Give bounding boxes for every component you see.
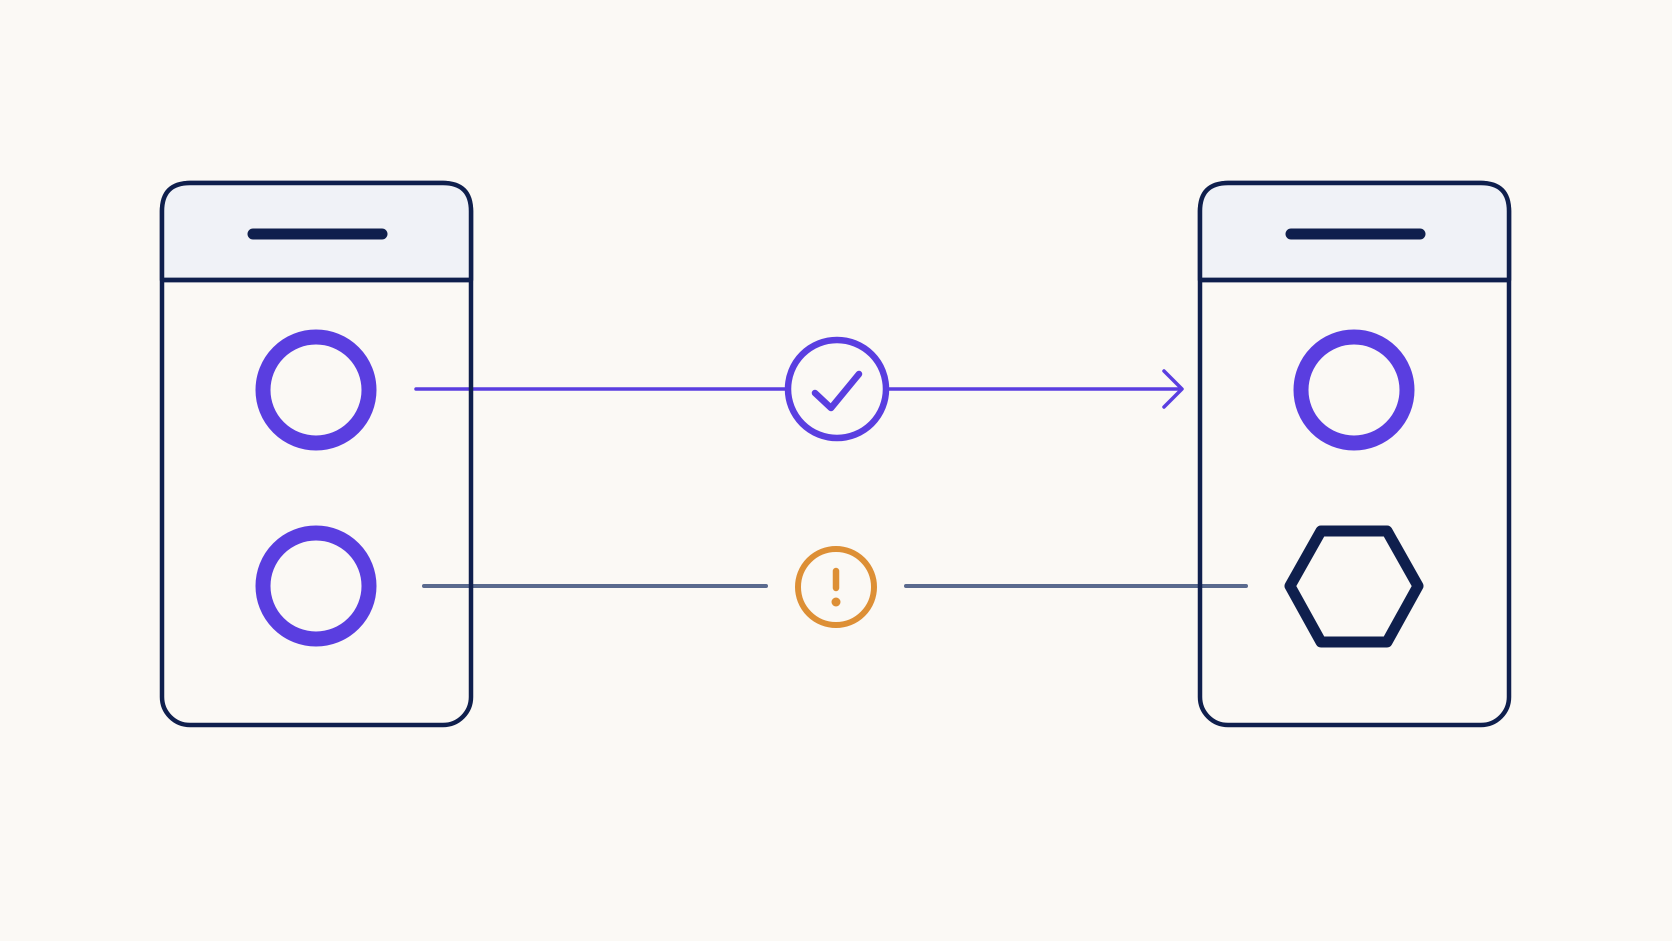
arrow-right-icon bbox=[1162, 369, 1184, 409]
check-circle-icon bbox=[784, 336, 890, 442]
source-frame bbox=[159, 180, 474, 728]
warning-circle-icon bbox=[795, 546, 877, 628]
target-frame bbox=[1197, 180, 1512, 728]
circle-icon bbox=[255, 525, 377, 647]
hexagon-icon bbox=[1284, 525, 1424, 648]
circle-icon bbox=[255, 329, 377, 451]
connector-match bbox=[414, 369, 1184, 409]
circle-icon bbox=[1293, 329, 1415, 451]
